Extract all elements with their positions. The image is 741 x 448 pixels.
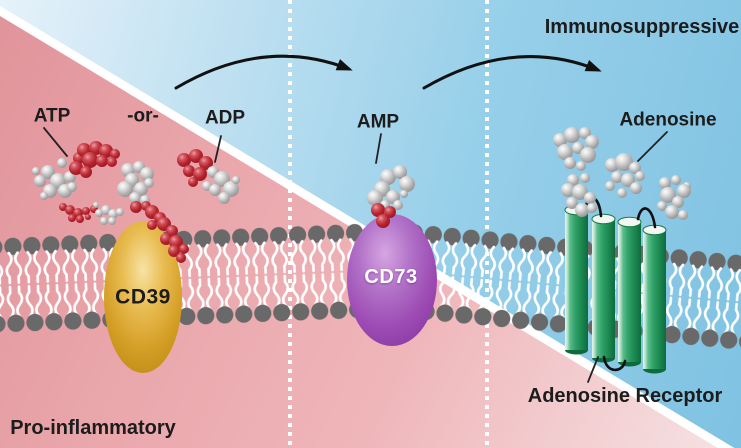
adp-pointer-line (214, 135, 222, 163)
atp-molecule (32, 141, 120, 200)
adp-label: ADP (204, 107, 246, 129)
receptor-helix-3 (617, 216, 642, 367)
cell-membrane-left-segment (0, 220, 418, 334)
pro-inflammatory-label: Pro-inflammatory (10, 417, 176, 439)
dotted-separator-left (288, 0, 292, 448)
receptor-extracellular-loop-2 (636, 207, 657, 229)
receptor-helix-1 (564, 204, 589, 355)
adenosine-receptor-helices (564, 196, 667, 374)
receptor-helix-4 (642, 224, 667, 374)
adenosine-receptor-pointer-line (587, 356, 599, 383)
atp-label: ATP (33, 105, 71, 127)
receptor-helix-2 (591, 213, 616, 363)
cd73-enzyme (347, 214, 437, 346)
atp-molecule-small (59, 202, 124, 225)
adenosine-molecule-4 (657, 175, 691, 220)
immunosuppressive-label: Immunosuppressive (544, 16, 740, 38)
cd39-bound-substrate (117, 161, 189, 263)
cd73-label: CD73 (364, 266, 418, 288)
dotted-separator-right (485, 0, 489, 448)
cd39-enzyme (104, 221, 182, 373)
adenosine-molecule-3 (561, 173, 597, 217)
atp-pointer-line (43, 127, 68, 157)
arrow-amp-to-adenosine (422, 55, 602, 90)
amp-molecule (367, 165, 415, 228)
adenosine-receptor-label: Adenosine Receptor (527, 385, 723, 407)
arrow-adp-to-amp (174, 54, 353, 90)
adenosine-molecule-2 (605, 153, 645, 198)
adenosine-label: Adenosine (619, 109, 717, 131)
or-label: -or- (127, 105, 159, 127)
adp-molecule (177, 149, 240, 204)
amp-label: AMP (356, 111, 400, 133)
receptor-intracellular-loop (602, 355, 627, 372)
amp-pointer-line (375, 133, 382, 164)
adenosine-pointer-line (637, 131, 668, 162)
adenosine-molecule-1 (553, 127, 599, 171)
cd39-label: CD39 (115, 285, 171, 309)
